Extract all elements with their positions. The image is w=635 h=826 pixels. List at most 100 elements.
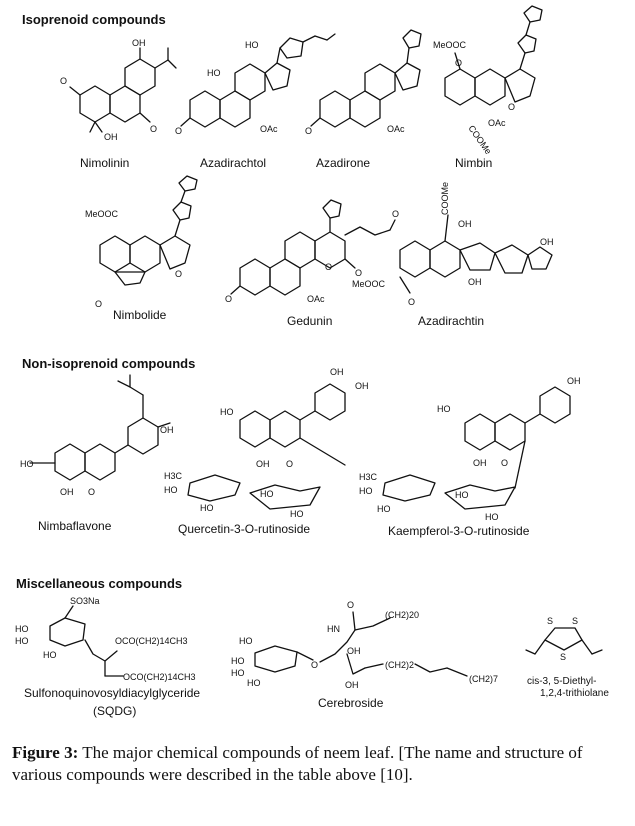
structure-nimbaflavone: OH HO OH O <box>20 374 174 497</box>
label-nimolinin: Nimolinin <box>80 156 130 170</box>
structure-nimolinin: OH O O OH <box>60 38 177 142</box>
svg-text:HO: HO <box>207 68 221 78</box>
figure: Isoprenoid compounds OH O O OH Nimolinin… <box>15 5 609 718</box>
svg-text:OH: OH <box>132 38 146 48</box>
svg-text:OAc: OAc <box>488 118 506 128</box>
structure-quercetin: OH OH HO OH O H3C HO HO HO HO <box>164 367 369 519</box>
structure-sqdg: SO3Na HO HO HO OCO(CH2)14CH3 OCO(CH2)14C… <box>15 596 196 682</box>
svg-text:O: O <box>95 299 102 309</box>
label-trithiolane-2: 1,2,4-trithiolane <box>540 688 609 699</box>
label-azadirone: Azadirone <box>316 156 371 170</box>
svg-text:HO: HO <box>43 650 57 660</box>
svg-text:HO: HO <box>200 503 214 513</box>
svg-text:OAc: OAc <box>307 294 325 304</box>
caption-lead: Figure 3: <box>12 743 79 762</box>
svg-text:O: O <box>347 600 354 610</box>
svg-text:OH: OH <box>355 381 369 391</box>
svg-text:O: O <box>305 126 312 136</box>
svg-text:OH: OH <box>473 458 487 468</box>
caption-text: The major chemical compounds of neem lea… <box>12 743 583 784</box>
label-azadirachtin: Azadirachtin <box>418 314 485 328</box>
label-trithiolane-1: cis-3, 5-Diethyl- <box>527 676 597 687</box>
svg-text:O: O <box>355 268 362 278</box>
svg-text:(CH2)7: (CH2)7 <box>469 674 498 684</box>
svg-text:MeOOC: MeOOC <box>433 40 467 50</box>
structure-kaempferol: OH HO OH O H3C HO HO HO HO <box>359 376 581 522</box>
svg-text:O: O <box>508 102 515 112</box>
svg-text:OH: OH <box>468 277 482 287</box>
label-sqdg-abbr: (SQDG) <box>93 704 137 718</box>
label-quercetin: Quercetin-3-O-rutinoside <box>178 522 311 536</box>
svg-text:OAc: OAc <box>387 124 405 134</box>
svg-text:OH: OH <box>256 459 270 469</box>
structure-azadirone: O OAc <box>305 29 422 136</box>
structure-azadirachtol: HO HO O OAc <box>175 33 336 136</box>
svg-text:O: O <box>455 58 462 68</box>
structure-azadirachtin: O COOMe OH OH OH MeOOC O <box>344 182 554 307</box>
svg-text:(CH2)2: (CH2)2 <box>385 660 414 670</box>
section-title-non-isoprenoid: Non-isoprenoid compounds <box>22 356 196 371</box>
svg-text:OH: OH <box>347 646 361 656</box>
svg-text:OH: OH <box>60 487 74 497</box>
label-cerebroside: Cerebroside <box>318 696 384 710</box>
svg-text:S: S <box>560 652 566 662</box>
svg-text:OH: OH <box>345 680 359 690</box>
svg-text:HO: HO <box>290 509 304 519</box>
svg-text:O: O <box>286 459 293 469</box>
svg-text:O: O <box>225 294 232 304</box>
svg-text:HO: HO <box>20 459 34 469</box>
svg-text:H3C: H3C <box>359 472 378 482</box>
label-nimbin: Nimbin <box>455 156 493 170</box>
svg-text:(CH2)20: (CH2)20 <box>385 610 419 620</box>
svg-text:SO3Na: SO3Na <box>70 596 100 606</box>
svg-text:HO: HO <box>164 485 178 495</box>
section-title-miscellaneous: Miscellaneous compounds <box>16 576 183 591</box>
section-title-isoprenoid: Isoprenoid compounds <box>22 12 166 27</box>
svg-text:HO: HO <box>220 407 234 417</box>
svg-text:O: O <box>392 209 399 219</box>
svg-text:OH: OH <box>458 219 472 229</box>
svg-text:HO: HO <box>437 404 451 414</box>
svg-text:MeOOC: MeOOC <box>85 209 119 219</box>
svg-text:HO: HO <box>260 489 274 499</box>
label-nimbaflavone: Nimbaflavone <box>38 519 112 533</box>
structure-nimbin: MeOOC O O OAc COOMe <box>433 5 543 156</box>
svg-text:HO: HO <box>231 656 245 666</box>
svg-text:COOMe: COOMe <box>466 123 493 156</box>
svg-text:HO: HO <box>377 504 391 514</box>
structure-nimbolide: MeOOC O O <box>85 175 198 309</box>
svg-text:OH: OH <box>540 237 554 247</box>
svg-text:O: O <box>60 76 67 86</box>
svg-text:MeOOC: MeOOC <box>352 279 386 289</box>
svg-text:HO: HO <box>15 624 29 634</box>
svg-text:OH: OH <box>567 376 581 386</box>
svg-text:HO: HO <box>239 636 253 646</box>
svg-text:O: O <box>408 297 415 307</box>
figure-caption: Figure 3: The major chemical compounds o… <box>12 742 624 786</box>
svg-text:HO: HO <box>245 40 259 50</box>
label-sqdg-name: Sulfonoquinovosyldiacylglyceride <box>24 686 201 700</box>
svg-text:HO: HO <box>485 512 499 522</box>
svg-text:HO: HO <box>359 486 373 496</box>
svg-text:O: O <box>150 124 157 134</box>
svg-text:O: O <box>88 487 95 497</box>
svg-text:COOMe: COOMe <box>440 182 450 215</box>
structure-trithiolane: S S S <box>525 616 603 662</box>
svg-text:HO: HO <box>15 636 29 646</box>
svg-text:O: O <box>311 660 318 670</box>
svg-text:OH: OH <box>104 132 118 142</box>
svg-text:OH: OH <box>160 425 174 435</box>
svg-text:O: O <box>175 269 182 279</box>
svg-text:HO: HO <box>455 490 469 500</box>
svg-text:OCO(CH2)14CH3: OCO(CH2)14CH3 <box>123 672 196 682</box>
label-nimbolide: Nimbolide <box>113 308 167 322</box>
svg-text:S: S <box>547 616 553 626</box>
svg-text:HO: HO <box>231 668 245 678</box>
svg-text:O: O <box>175 126 182 136</box>
svg-text:OCO(CH2)14CH3: OCO(CH2)14CH3 <box>115 636 188 646</box>
label-gedunin: Gedunin <box>287 314 333 328</box>
svg-text:H3C: H3C <box>164 471 183 481</box>
svg-text:OAc: OAc <box>260 124 278 134</box>
structure-gedunin: O O O OAc <box>225 199 362 304</box>
svg-text:HO: HO <box>247 678 261 688</box>
